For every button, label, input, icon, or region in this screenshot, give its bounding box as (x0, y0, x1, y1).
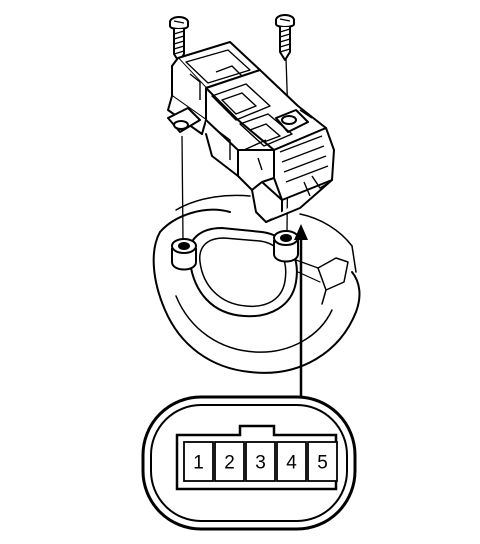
connector-leader-arrow (294, 224, 308, 400)
console-mount-boss-left (171, 238, 197, 271)
connector-pin-label-2: 2 (224, 453, 235, 474)
connector-pin-cell-3 (245, 441, 276, 482)
connector-pin-label-5: 5 (317, 453, 328, 474)
switch-housing-details (189, 65, 331, 197)
connector-pin-cell-1 (183, 441, 214, 482)
screw-right (275, 14, 295, 61)
connector-pin-cell-4 (276, 441, 307, 482)
screw-left (169, 16, 189, 63)
console-mount-boss-right (273, 230, 299, 263)
console-bezel (152, 194, 361, 374)
connector-pin-label-3: 3 (255, 453, 266, 474)
connector-pin-label-1: 1 (193, 453, 204, 474)
connector-pin-cell-5 (307, 441, 338, 482)
connector-pin-cell-2 (214, 441, 245, 482)
switch-housing (167, 41, 335, 223)
connector-pin-label-4: 4 (286, 453, 297, 474)
